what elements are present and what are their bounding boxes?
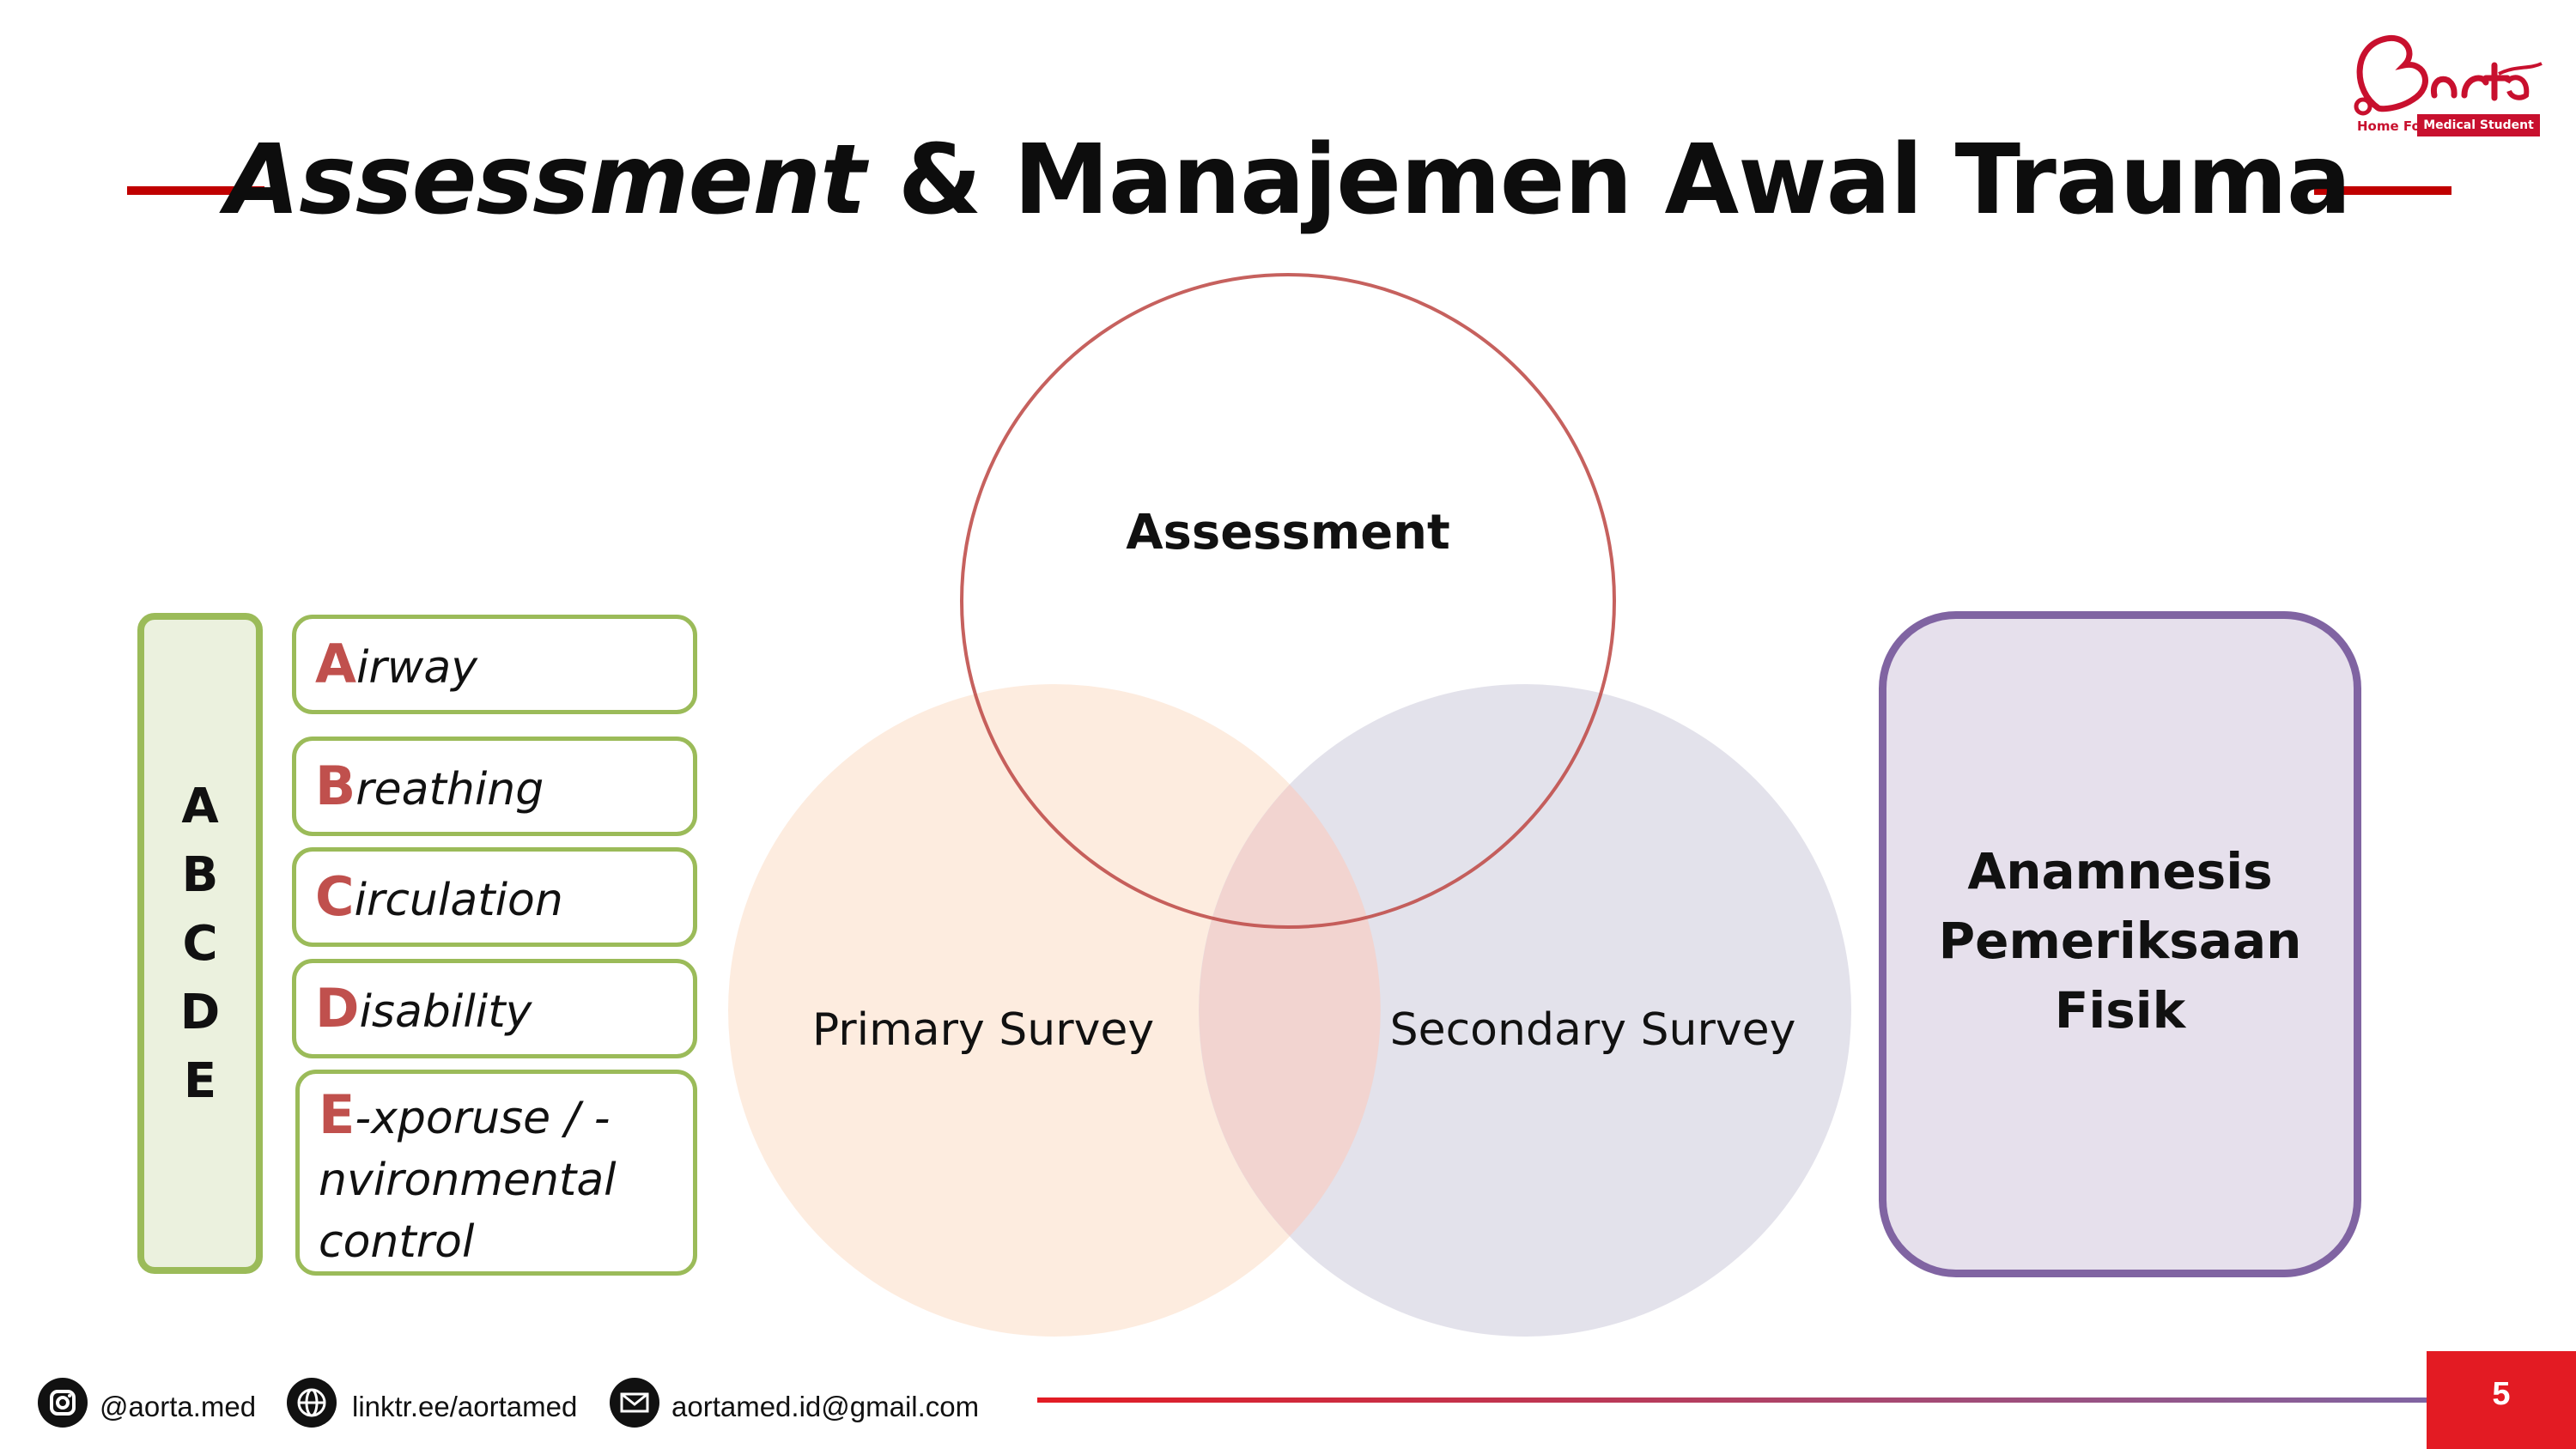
- abcde-item-airway: Airway: [292, 615, 697, 714]
- abcde-item-circulation: Circulation: [292, 847, 697, 947]
- footer-link[interactable]: linktr.ee/aortamed: [352, 1391, 578, 1422]
- venn-circle-assessment: [960, 273, 1616, 929]
- globe-icon: [287, 1378, 337, 1428]
- venn-label-secondary: Secondary Survey: [1389, 1004, 1796, 1056]
- abcde-letter: B: [181, 847, 219, 903]
- aorta-logo-icon: [2354, 34, 2543, 116]
- title-italic: Assessment: [225, 124, 866, 236]
- footer-email[interactable]: aortamed.id@gmail.com: [671, 1391, 980, 1422]
- instagram-icon: [38, 1378, 88, 1428]
- abcde-item-breathing: Breathing: [292, 737, 697, 836]
- secondary-survey-text: Anamnesis Pemeriksaan Fisik: [1938, 842, 2302, 1040]
- venn-circle-primary: [728, 684, 1381, 1337]
- logo-tagline-right: Medical Student: [2417, 114, 2540, 136]
- abcde-letters: A B C D E: [137, 773, 263, 1116]
- mail-icon: [610, 1378, 659, 1428]
- abcde-bar: [137, 613, 263, 1274]
- abcde-letter: E: [183, 1053, 217, 1109]
- abcde-letter: D: [179, 985, 221, 1040]
- abcde-letter: C: [182, 916, 218, 972]
- abcde-letter: A: [181, 779, 219, 834]
- abcde-item-disability: Disability: [292, 959, 697, 1058]
- title-rule-left: [127, 186, 264, 195]
- footer-instagram[interactable]: @aorta.med: [100, 1391, 257, 1422]
- title-rest: & Manajemen Awal Trauma: [865, 124, 2352, 236]
- abcde-item-exposure: E-xporuse / - nvironmental control: [295, 1070, 697, 1276]
- secondary-survey-box: [1879, 611, 2361, 1277]
- title-rule-right: [2314, 186, 2451, 195]
- page-number: 5: [2427, 1351, 2576, 1449]
- logo-tagline-left: Home For: [2357, 118, 2427, 134]
- venn-circle-secondary: [1199, 684, 1851, 1337]
- footer-divider: [1037, 1397, 2428, 1403]
- venn-overlap: [1199, 785, 1381, 1236]
- venn-label-primary: Primary Survey: [811, 1004, 1155, 1056]
- venn-label-assessment: Assessment: [1126, 505, 1450, 561]
- slide-title: Assessment & Manajemen Awal Trauma: [0, 112, 2576, 249]
